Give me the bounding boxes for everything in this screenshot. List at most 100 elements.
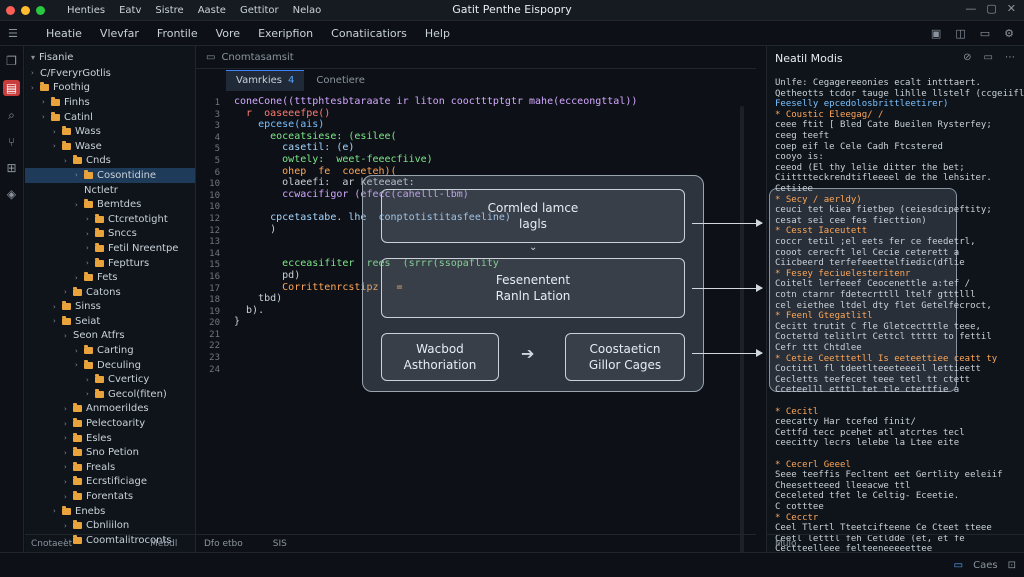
chevron-right-icon: › (64, 448, 67, 457)
split-icon[interactable]: ◫ (955, 26, 966, 40)
menu-item[interactable]: Exeripfion (258, 26, 314, 40)
chevron-right-icon: › (86, 215, 89, 224)
explorer-footer-left[interactable]: Cnotaeet (31, 538, 73, 549)
tree-item[interactable]: ›Wase (25, 139, 195, 154)
files-icon[interactable]: ▤ (2, 80, 21, 96)
tree-item[interactable]: ›Sno Petion (25, 445, 195, 460)
tree-item-label: Foothig (53, 82, 91, 94)
tree-item[interactable]: ›Catons (25, 285, 195, 300)
title-menu-item[interactable]: Aaste (197, 4, 226, 16)
minimize-icon[interactable]: — (965, 2, 977, 15)
more-icon[interactable]: ⋯ (1005, 52, 1015, 63)
tree-item[interactable]: ›Foothig (25, 81, 195, 96)
title-menu-item[interactable]: Henties (67, 4, 106, 16)
tree-item[interactable]: ›Gecol(fiten) (25, 387, 195, 402)
menu-item[interactable]: Conatiicatiors (331, 26, 407, 40)
tree-item[interactable]: ›Snccs (25, 227, 195, 242)
tree-item[interactable]: ›Finhs (25, 95, 195, 110)
tree-item[interactable]: ›Deculing (25, 358, 195, 373)
explorer-footer-right[interactable]: Mebdl (150, 538, 178, 549)
status-item-label[interactable]: Caes (973, 559, 998, 571)
tree-item[interactable]: ›Fetil Nreentpe (25, 241, 195, 256)
tree-item[interactable]: ›Seiat (25, 314, 195, 329)
folder-icon (73, 461, 82, 471)
tree-item[interactable]: ›C/FveryrGotlis (25, 66, 195, 81)
title-menu-item[interactable]: Eatv (119, 4, 142, 16)
tree-item[interactable]: ›Ecrstificiage (25, 475, 195, 490)
folder-icon (62, 301, 71, 311)
folder-icon (95, 257, 104, 267)
tree-item[interactable]: ›Cnds (25, 154, 195, 169)
chevron-right-icon: › (53, 127, 56, 136)
notifications-icon[interactable]: ⊡ (1007, 559, 1016, 571)
chevron-right-icon: › (86, 229, 89, 238)
details-line: Ceceleted tfet le Celtig- Eceetie. (775, 491, 960, 502)
menu-item[interactable]: Heatie (46, 26, 82, 40)
tree-item[interactable]: ›Cbnliilon (25, 518, 195, 533)
status-item-icon[interactable]: ▭ (953, 559, 964, 571)
source-control-icon[interactable]: ⑂ (7, 135, 16, 149)
folder-icon (73, 491, 82, 501)
tree-item[interactable]: ›Esles (25, 431, 195, 446)
title-menu-item[interactable]: Gettitor (239, 4, 279, 16)
folder-icon (73, 155, 82, 165)
tree-item[interactable]: ›Anmoerildes (25, 402, 195, 417)
tree-item[interactable]: ›Cosontidine (25, 168, 195, 183)
search-icon[interactable]: ⌕ (8, 108, 15, 122)
maximize-icon[interactable]: ▢ (986, 2, 997, 15)
title-menu-item[interactable]: Nelao (292, 4, 322, 16)
details-line: Seee teeffis Fecltent eet Gertlity eelei… (775, 470, 1003, 481)
extensions-icon[interactable]: ⊞ (6, 161, 17, 175)
menu-item[interactable]: Vlevfar (99, 26, 139, 40)
tree-item[interactable]: ›Forentats (25, 489, 195, 504)
editor-tab[interactable]: Conetiere (306, 70, 375, 90)
menu-item[interactable]: Frontile (156, 26, 198, 40)
debug-icon[interactable]: ◈ (6, 187, 17, 201)
menu-item[interactable]: Vore (215, 26, 241, 40)
tree-item[interactable]: ›Pelectoarity (25, 416, 195, 431)
chevron-down-icon[interactable]: ▾ (31, 52, 36, 62)
settings-icon[interactable]: ⚙ (1004, 26, 1014, 40)
close-window-button[interactable] (6, 5, 15, 15)
tree-item[interactable]: ›Seon Atfrs (25, 329, 195, 344)
title-menu-item[interactable]: Sistre (155, 4, 184, 16)
tree-item[interactable]: ›Fets (25, 270, 195, 285)
minimize-window-button[interactable] (21, 5, 30, 15)
tree-item[interactable]: ›Freals (25, 460, 195, 475)
breadcrumb-path[interactable]: Cnomtasamsit (221, 51, 294, 63)
tree-item[interactable]: ›Carting (25, 343, 195, 358)
tree-item[interactable]: ›Bemtdes (25, 197, 195, 212)
pin-icon[interactable]: ⊘ (963, 52, 972, 63)
line-number: 12 (209, 213, 220, 224)
code-area[interactable]: coneCone((tttphtesbtaraate ir liton cooc… (234, 96, 637, 328)
menubar-actions: ▣ ◫ ▭ ⚙ (931, 27, 1014, 40)
tree-item[interactable]: Nctletr (25, 183, 195, 198)
details-line: * Cecerl Geeel (775, 459, 851, 470)
tree-item[interactable]: ›Coomtalitroconts (25, 533, 195, 548)
tree-item[interactable]: ›Sinss (25, 300, 195, 315)
hamburger-icon[interactable]: ☰ (8, 26, 18, 40)
panel-icon[interactable]: ▭ (979, 26, 991, 40)
tree-item[interactable]: ›Wass (25, 124, 195, 139)
tree-item[interactable]: ›Feptturs (25, 256, 195, 271)
editor-footer-mid[interactable]: SIS (272, 538, 287, 549)
folder-icon (95, 228, 104, 238)
code-line: r oaseeefpe() (234, 107, 331, 119)
tree-item[interactable]: ›Enebs (25, 504, 195, 519)
tree-item[interactable]: ›Catinl (25, 110, 195, 125)
details-footer-label[interactable]: Mulo (775, 538, 797, 549)
layout-icon[interactable]: ▣ (930, 26, 942, 40)
menu-item[interactable]: Help (424, 26, 450, 40)
maximize-window-button[interactable] (36, 5, 45, 15)
tree-item[interactable]: ›Cverticy (25, 372, 195, 387)
tree-item-label: Wase (75, 140, 102, 152)
editor-footer-left[interactable]: Dfo etbo (204, 538, 243, 549)
editor-scrollbar[interactable] (740, 106, 744, 576)
editor-footer: Dfo etbo SIS (196, 534, 756, 552)
tree-item[interactable]: ›Ctcretotight (25, 212, 195, 227)
explorer-icon[interactable]: ❐ (6, 54, 17, 68)
file-icon[interactable]: ▭ (983, 52, 993, 63)
details-panel: Neatil Modis ⊘ ▭ ⋯ Unlfe: Cegagereeonies… (766, 46, 1024, 554)
close-icon[interactable]: ✕ (1006, 2, 1016, 15)
